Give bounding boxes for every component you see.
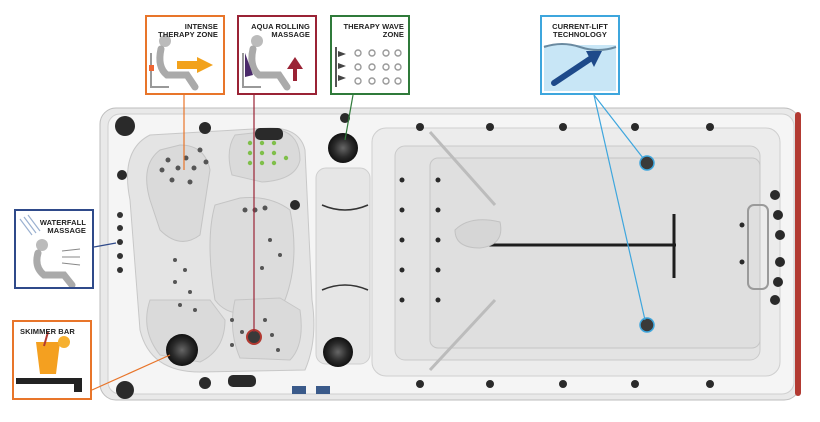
- skimmer-bar-callout: SKIMMER BAR: [12, 320, 92, 400]
- intense-therapy-callout: INTENSE THERAPY ZONE: [145, 15, 225, 95]
- wave-zone-jets: [247, 140, 289, 166]
- current-arrow-icon: [543, 43, 617, 91]
- seated-therapy-icon: [149, 35, 213, 91]
- control-knobs: [117, 113, 785, 389]
- therapy-wave-callout: THERAPY WAVE ZONE: [330, 15, 410, 95]
- seat-jets: [159, 147, 282, 352]
- therapy-wave-title: THERAPY WAVE ZONE: [343, 22, 404, 39]
- current-lift-title: CURRENT-LIFT TECHNOLOGY: [552, 22, 608, 39]
- swim-area: [371, 127, 781, 377]
- rolling-massage-icon: [242, 35, 303, 91]
- aqua-rolling-title: AQUA ROLLING MASSAGE: [251, 22, 310, 39]
- skimmer-bar-title: SKIMMER BAR: [20, 327, 75, 336]
- intense-therapy-title: INTENSE THERAPY ZONE: [158, 22, 218, 39]
- aqua-rolling-callout: AQUA ROLLING MASSAGE: [237, 15, 317, 95]
- waterfall-title: WATERFALL MASSAGE: [39, 218, 86, 235]
- waterfall-massage-icon: [19, 214, 81, 287]
- waterfall-callout: WATERFALL MASSAGE: [14, 209, 94, 289]
- current-lift-callout: CURRENT-LIFT TECHNOLOGY: [540, 15, 620, 95]
- wave-jets-icon: [335, 47, 402, 87]
- cocktail-tray-icon: [16, 331, 82, 392]
- leader-lines: [91, 94, 646, 391]
- divider-channel: [315, 167, 371, 365]
- edge-fittings: [115, 116, 714, 399]
- waterfall-outlets: [117, 212, 123, 273]
- spa-seating-area: [127, 127, 315, 373]
